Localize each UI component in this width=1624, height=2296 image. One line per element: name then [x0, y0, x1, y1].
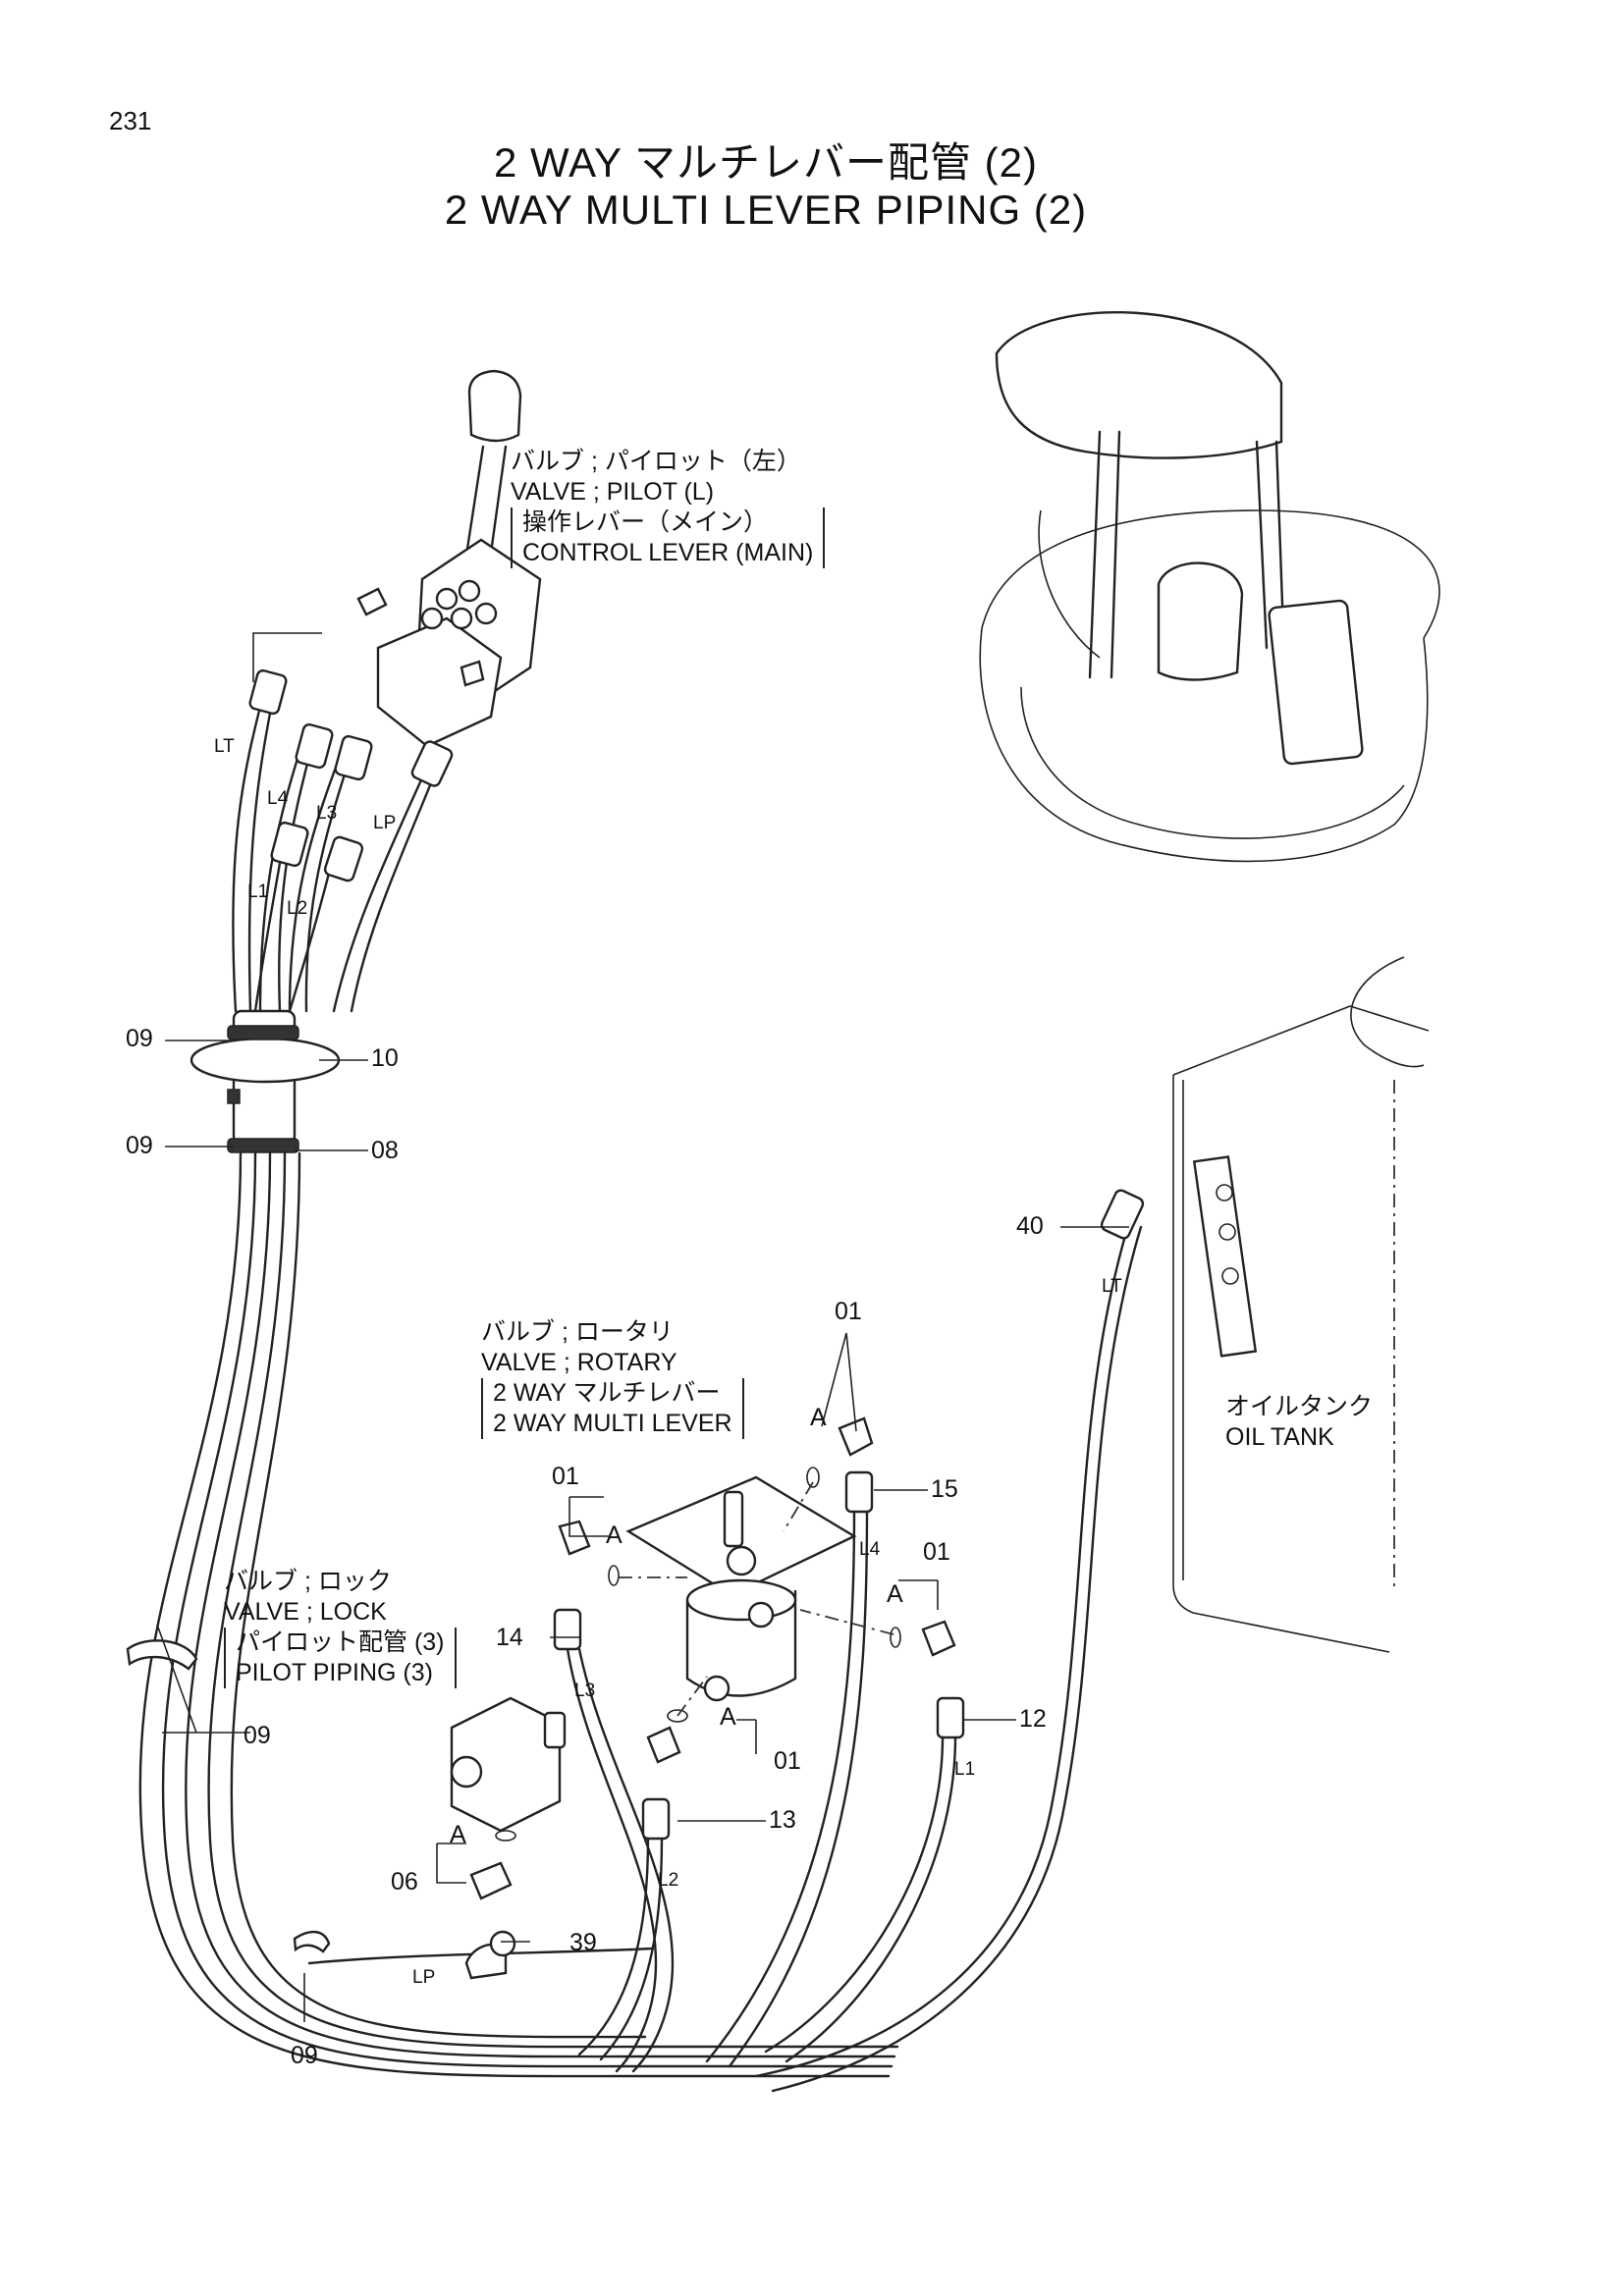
part-number-06: 06 [391, 1868, 418, 1896]
hose-label-l4: L4 [267, 788, 289, 809]
rotary-hoses [464, 1189, 1145, 2093]
rotary-valve-sub-jp: 2 WAY マルチレバー [493, 1379, 721, 1407]
connection-mark-a-top: A [810, 1404, 827, 1431]
hose-label-l2-rotary: L2 [658, 1870, 679, 1891]
rotary-valve-drawing [625, 1475, 857, 1702]
part-number-10: 10 [371, 1044, 399, 1072]
oil-tank-label: オイルタンク OIL TANK [1225, 1392, 1373, 1453]
lock-valve-label: バルブ ; ロック VALVE ; LOCK パイロット配管 (3) PILOT… [224, 1567, 457, 1688]
hose-label-l3-rotary: L3 [574, 1681, 596, 1701]
oil-tank-jp: オイルタンク [1225, 1393, 1374, 1420]
clamp-protector [189, 1009, 341, 1153]
lock-valve-sub-en: PILOT PIPING (3) [236, 1659, 433, 1686]
connection-mark-a-lock: A [450, 1821, 466, 1848]
lock-valve-sub: パイロット配管 (3) PILOT PIPING (3) [224, 1628, 457, 1688]
rotary-valve-sub-en: 2 WAY MULTI LEVER [493, 1410, 732, 1437]
oil-tank-drawing [1172, 956, 1430, 1653]
lock-valve-jp: バルブ ; ロック [224, 1568, 392, 1595]
hose-label-lp: LP [373, 813, 397, 833]
hose-label-l3: L3 [316, 803, 338, 824]
hose-label-l1: L1 [247, 881, 269, 902]
pilot-valve-sub: 操作レバー（メイン） CONTROL LEVER (MAIN) [511, 507, 826, 568]
upper-hose-bundle [232, 632, 454, 1013]
hose-label-l2: L2 [287, 898, 308, 919]
lock-valve-en: VALVE ; LOCK [224, 1598, 387, 1626]
title-japanese: 2 WAY マルチレバー配管 (2) [494, 139, 1038, 186]
part-number-01-bottom: 01 [774, 1747, 801, 1775]
part-number-09-upper: 09 [126, 1025, 153, 1052]
connection-mark-a-right: A [887, 1580, 903, 1608]
connection-mark-a-bottom: A [720, 1703, 736, 1731]
part-number-14: 14 [496, 1624, 523, 1651]
hose-label-lt-tank: LT [1102, 1276, 1122, 1297]
hose-label-l1-rotary: L1 [954, 1759, 976, 1780]
excavator-overview-drawing [979, 310, 1440, 863]
pilot-valve-en: VALVE ; PILOT (L) [511, 478, 715, 506]
lower-hose-bundle [126, 1151, 899, 2078]
hose-label-l4-rotary: L4 [859, 1539, 881, 1560]
part-number-09-tie: 09 [244, 1722, 271, 1749]
part-number-39: 39 [569, 1929, 597, 1956]
rotary-valve-en: VALVE ; ROTARY [481, 1349, 677, 1376]
hose-label-lp-lock: LP [412, 1967, 436, 1988]
part-number-12: 12 [1019, 1705, 1047, 1733]
part-number-01-left: 01 [552, 1463, 579, 1490]
part-number-09-bottom: 09 [291, 2042, 318, 2069]
part-number-09-lower: 09 [126, 1132, 153, 1159]
lock-valve-sub-jp: パイロット配管 (3) [236, 1629, 445, 1656]
rotary-valve-sub: 2 WAY マルチレバー 2 WAY MULTI LEVER [481, 1378, 744, 1439]
pilot-valve-label: バルブ ; パイロット（左） VALVE ; PILOT (L) 操作レバー（メ… [511, 447, 826, 568]
oil-tank-en: OIL TANK [1225, 1423, 1334, 1451]
part-number-08: 08 [371, 1137, 399, 1164]
title-english: 2 WAY MULTI LEVER PIPING (2) [444, 187, 1088, 233]
pilot-valve-sub-en: CONTROL LEVER (MAIN) [522, 539, 814, 566]
control-lever-drawing [356, 369, 542, 748]
part-number-01-right: 01 [923, 1538, 950, 1566]
rotary-valve-jp: バルブ ; ロータリ [481, 1318, 674, 1346]
hose-label-lt: LT [214, 736, 235, 757]
pilot-valve-sub-jp: 操作レバー（メイン） [522, 508, 769, 536]
leader-lines [156, 1040, 1129, 2022]
rotary-valve-label: バルブ ; ロータリ VALVE ; ROTARY 2 WAY マルチレバー 2… [481, 1317, 744, 1439]
part-number-15: 15 [931, 1475, 958, 1503]
page-number: 231 [109, 106, 152, 135]
connection-mark-a-left: A [606, 1522, 623, 1549]
lock-valve-drawing [450, 1696, 567, 1833]
part-number-01-top: 01 [835, 1298, 862, 1325]
part-number-40: 40 [1016, 1212, 1044, 1240]
pilot-valve-jp: バルブ ; パイロット（左） [511, 448, 801, 475]
part-number-13: 13 [769, 1806, 796, 1834]
